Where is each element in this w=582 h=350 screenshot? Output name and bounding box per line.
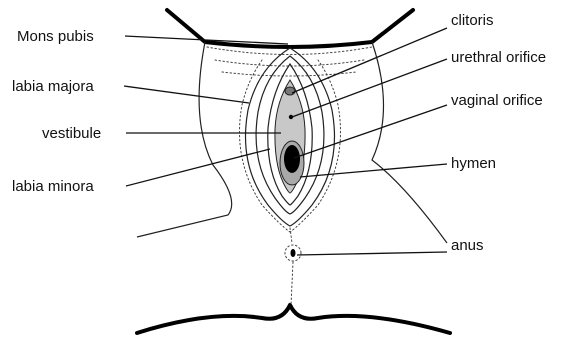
label-vestibule: vestibule bbox=[42, 125, 101, 142]
label-anus: anus bbox=[451, 237, 484, 254]
leader-anus bbox=[297, 252, 447, 255]
anus-shape bbox=[285, 245, 301, 261]
leader-vaginal-orifice bbox=[294, 105, 447, 158]
leader-clitoris bbox=[292, 28, 447, 93]
label-urethral-orifice: urethral orifice bbox=[451, 49, 546, 66]
perineum-line bbox=[290, 228, 293, 305]
leader-hymen bbox=[300, 164, 447, 177]
label-hymen: hymen bbox=[451, 155, 496, 172]
label-vaginal-orifice: vaginal orifice bbox=[451, 92, 543, 109]
vaginal-orifice-shape bbox=[284, 145, 300, 173]
leader-labia-minora bbox=[126, 149, 270, 186]
label-labia-minora: labia minora bbox=[12, 178, 94, 195]
clitoris-shape bbox=[285, 87, 295, 95]
label-labia-majora: labia majora bbox=[12, 78, 94, 95]
label-mons-pubis: Mons pubis bbox=[17, 28, 94, 45]
label-clitoris: clitoris bbox=[451, 12, 494, 29]
leader-labia-majora bbox=[124, 86, 249, 103]
